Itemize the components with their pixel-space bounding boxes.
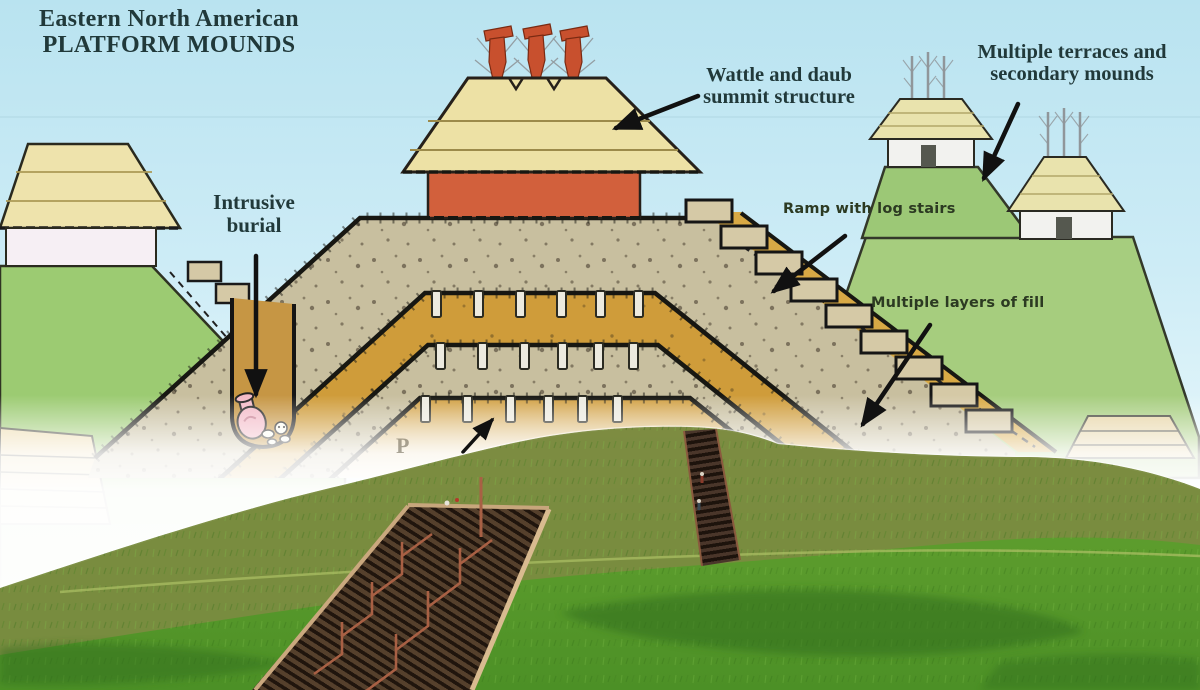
annotation-arrows xyxy=(244,93,1021,454)
roof-pole-ornaments xyxy=(902,52,954,100)
posts-arrow xyxy=(461,417,495,454)
ramp-arrow xyxy=(770,233,848,294)
right-upper-tier xyxy=(860,165,1034,240)
buried-post-row-1 xyxy=(431,290,644,318)
staircase-people xyxy=(697,472,704,510)
fill-arrow xyxy=(860,322,933,428)
right-upper-house xyxy=(868,52,994,168)
terraces-arrow xyxy=(981,101,1021,182)
mound-photograph xyxy=(0,425,1200,690)
photo-upper-staircase xyxy=(683,428,741,567)
terrace-trail xyxy=(59,549,1200,594)
roof-pole-ornaments xyxy=(1038,108,1090,158)
roof-finial-ornaments xyxy=(474,23,596,98)
buried-post-row-2 xyxy=(435,342,639,370)
wattle-and-daub-summit-house xyxy=(400,23,704,220)
photo-main-staircase xyxy=(252,477,552,690)
wattle-arrow xyxy=(611,93,701,131)
right-terrace-house xyxy=(1006,108,1126,240)
staircase-handrails xyxy=(313,477,493,690)
left-summit-house xyxy=(0,142,183,267)
